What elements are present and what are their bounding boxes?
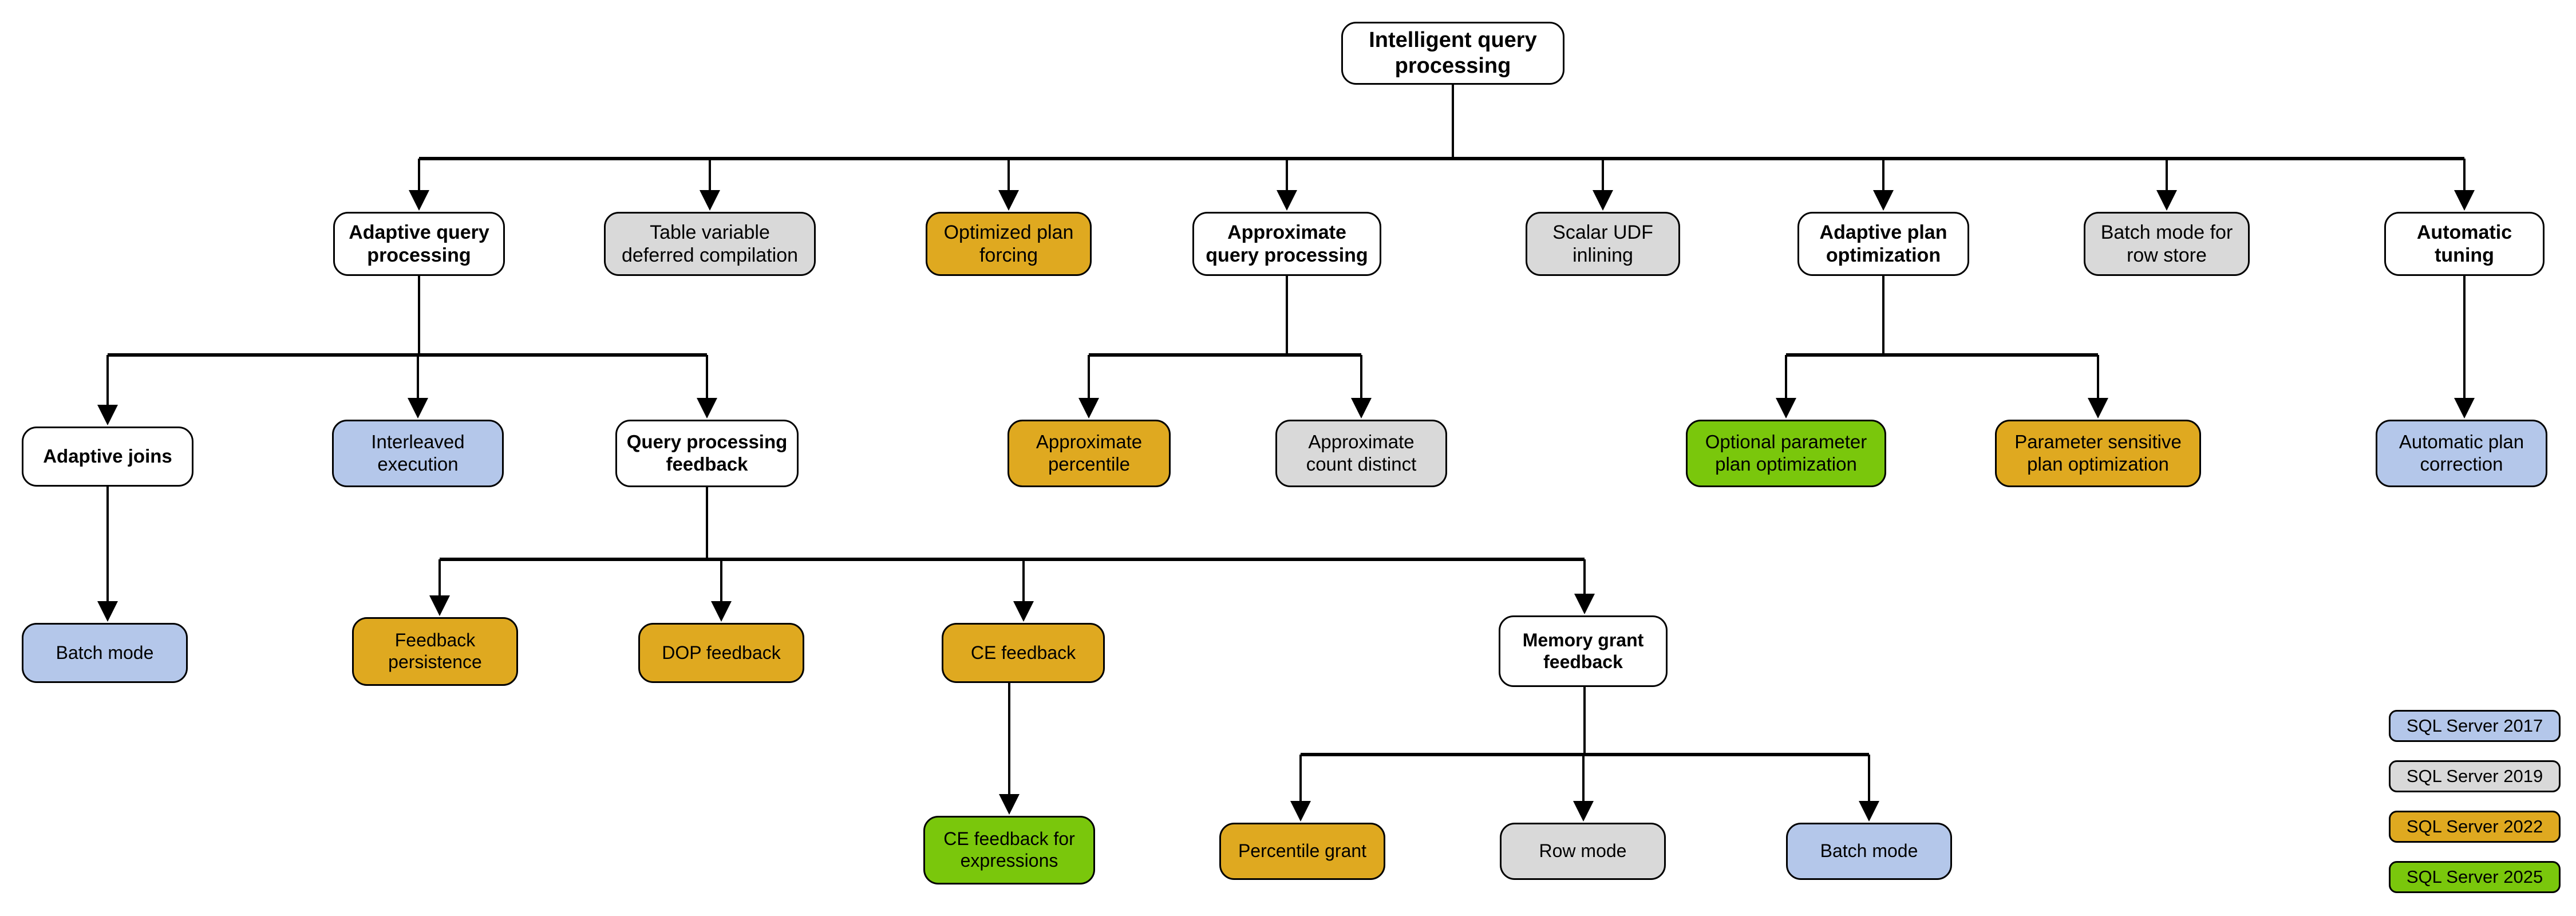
node-label: Adaptive plan optimization: [1819, 221, 1947, 266]
node-ce-feedback[interactable]: CE feedback: [942, 623, 1105, 683]
node-intelligent-query-processing[interactable]: Intelligent query processing: [1341, 22, 1564, 85]
node-label: Batch mode: [1820, 840, 1918, 862]
node-label: Adaptive joins: [43, 445, 172, 467]
node-batch-mode-memory-grant[interactable]: Batch mode: [1786, 823, 1952, 880]
node-label: DOP feedback: [662, 642, 781, 663]
node-batch-mode[interactable]: Batch mode: [22, 623, 188, 683]
node-interleaved-execution[interactable]: Interleaved execution: [332, 420, 504, 487]
node-label: Parameter sensitive plan optimization: [2014, 431, 2182, 475]
legend-item-label: SQL Server 2019: [2406, 766, 2543, 786]
node-optimized-plan-forcing[interactable]: Optimized plan forcing: [926, 212, 1092, 276]
legend-item-sql-server-2017[interactable]: SQL Server 2017: [2389, 710, 2561, 742]
legend-item-label: SQL Server 2022: [2406, 816, 2543, 836]
node-label: Scalar UDF inlining: [1552, 221, 1653, 266]
node-scalar-udf-inlining[interactable]: Scalar UDF inlining: [1526, 212, 1680, 276]
node-label: Row mode: [1539, 840, 1627, 862]
legend-item-sql-server-2025[interactable]: SQL Server 2025: [2389, 861, 2561, 893]
node-label: Batch mode for row store: [2100, 221, 2233, 266]
node-feedback-persistence[interactable]: Feedback persistence: [352, 617, 518, 686]
node-label: Adaptive query processing: [349, 221, 489, 266]
legend-item-label: SQL Server 2017: [2406, 716, 2543, 736]
legend-item-sql-server-2019[interactable]: SQL Server 2019: [2389, 760, 2561, 792]
node-adaptive-plan-optimization[interactable]: Adaptive plan optimization: [1797, 212, 1969, 276]
node-label: Optimized plan forcing: [943, 221, 1074, 266]
legend-item-label: SQL Server 2025: [2406, 867, 2543, 887]
node-automatic-plan-correction[interactable]: Automatic plan correction: [2376, 420, 2547, 487]
node-label: Batch mode: [56, 642, 154, 663]
node-label: Intelligent query processing: [1369, 28, 1537, 78]
node-label: Interleaved execution: [371, 431, 465, 475]
node-label: CE feedback: [970, 642, 1076, 663]
node-label: Optional parameter plan optimization: [1705, 431, 1867, 475]
node-label: Query processing feedback: [626, 431, 788, 475]
node-automatic-tuning[interactable]: Automatic tuning: [2384, 212, 2545, 276]
node-approximate-count-distinct[interactable]: Approximate count distinct: [1275, 420, 1447, 487]
node-percentile-grant[interactable]: Percentile grant: [1219, 823, 1385, 880]
node-label: Feedback persistence: [388, 630, 482, 672]
node-label: Table variable deferred compilation: [621, 221, 799, 266]
node-label: Memory grant feedback: [1522, 629, 1644, 672]
node-label: Approximate percentile: [1036, 431, 1143, 475]
node-batch-mode-for-row-store[interactable]: Batch mode for row store: [2084, 212, 2250, 276]
node-label: Automatic plan correction: [2399, 431, 2524, 475]
node-label: Approximate count distinct: [1306, 431, 1417, 475]
node-label: Automatic tuning: [2416, 221, 2512, 266]
node-query-processing-feedback[interactable]: Query processing feedback: [615, 420, 799, 487]
node-label: Approximate query processing: [1206, 221, 1368, 266]
node-adaptive-joins[interactable]: Adaptive joins: [22, 427, 193, 487]
node-approximate-percentile[interactable]: Approximate percentile: [1008, 420, 1171, 487]
node-label: CE feedback for expressions: [943, 828, 1075, 871]
node-optional-parameter-plan-optimization[interactable]: Optional parameter plan optimization: [1686, 420, 1886, 487]
node-ce-feedback-for-expressions[interactable]: CE feedback for expressions: [923, 816, 1095, 885]
node-label: Percentile grant: [1238, 840, 1367, 862]
node-adaptive-query-processing[interactable]: Adaptive query processing: [333, 212, 505, 276]
node-dop-feedback[interactable]: DOP feedback: [638, 623, 804, 683]
node-row-mode[interactable]: Row mode: [1500, 823, 1666, 880]
node-table-variable-deferred-compilation[interactable]: Table variable deferred compilation: [604, 212, 816, 276]
legend-item-sql-server-2022[interactable]: SQL Server 2022: [2389, 811, 2561, 843]
node-approximate-query-processing[interactable]: Approximate query processing: [1192, 212, 1381, 276]
node-parameter-sensitive-plan-optimization[interactable]: Parameter sensitive plan optimization: [1995, 420, 2201, 487]
node-memory-grant-feedback[interactable]: Memory grant feedback: [1499, 615, 1668, 687]
